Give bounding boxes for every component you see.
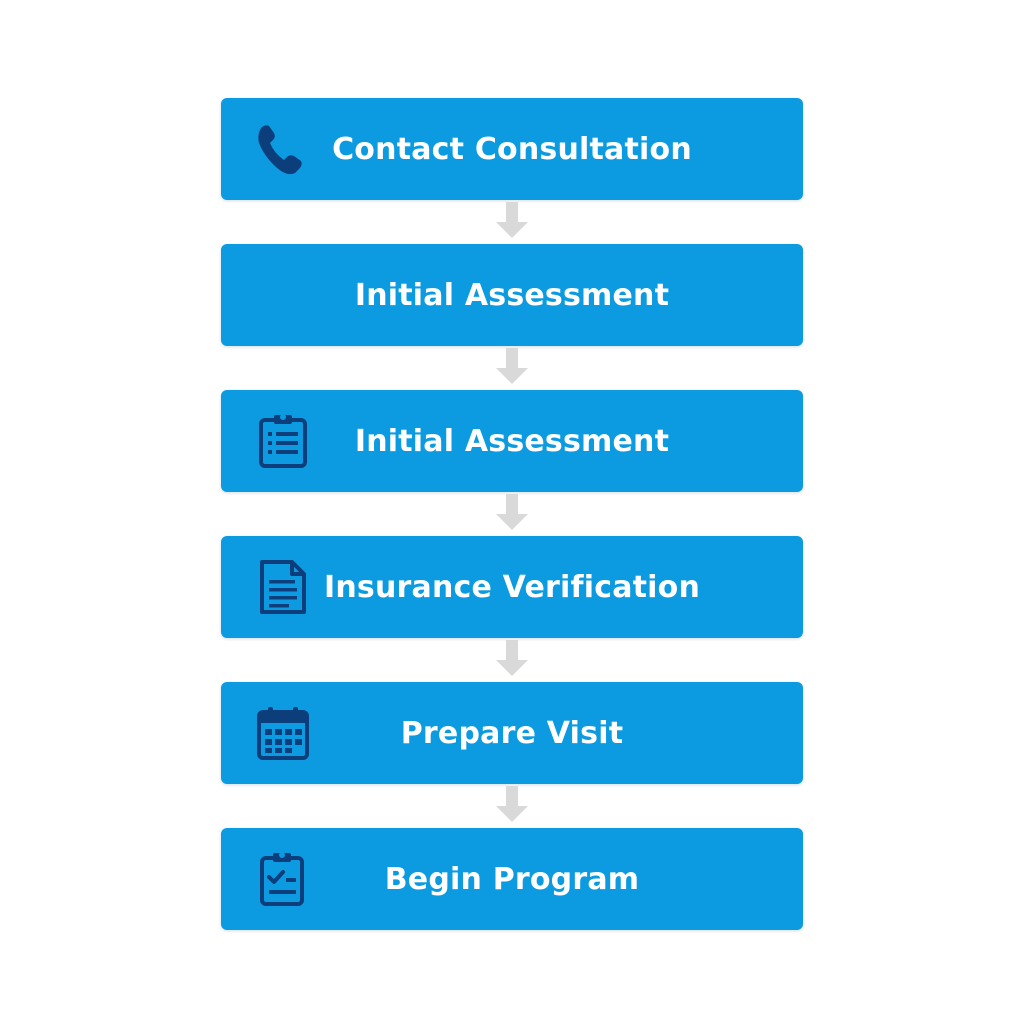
clipboard-check-icon (254, 850, 312, 908)
clipboard-list-icon (254, 412, 312, 470)
arrow-down-icon (221, 346, 803, 390)
process-flowchart: Contact Consultation Initial Assessment … (221, 98, 803, 930)
step-label: Prepare Visit (400, 715, 624, 751)
arrow-down-icon (221, 492, 803, 536)
step-initial-assessment-2: Initial Assessment (221, 390, 803, 492)
step-label: Initial Assessment (354, 277, 670, 313)
step-label: Contact Consultation (332, 131, 692, 167)
phone-icon (254, 120, 312, 178)
step-label: Insurance Verification (323, 569, 701, 605)
step-insurance-verification: Insurance Verification (221, 536, 803, 638)
document-icon (254, 558, 312, 616)
step-label: Begin Program (384, 861, 640, 897)
calendar-icon (254, 704, 312, 762)
step-contact-consultation: Contact Consultation (221, 98, 803, 200)
step-label: Initial Assessment (354, 423, 670, 459)
step-initial-assessment: Initial Assessment (221, 244, 803, 346)
step-prepare-visit: Prepare Visit (221, 682, 803, 784)
arrow-down-icon (221, 784, 803, 828)
step-begin-program: Begin Program (221, 828, 803, 930)
arrow-down-icon (221, 200, 803, 244)
arrow-down-icon (221, 638, 803, 682)
